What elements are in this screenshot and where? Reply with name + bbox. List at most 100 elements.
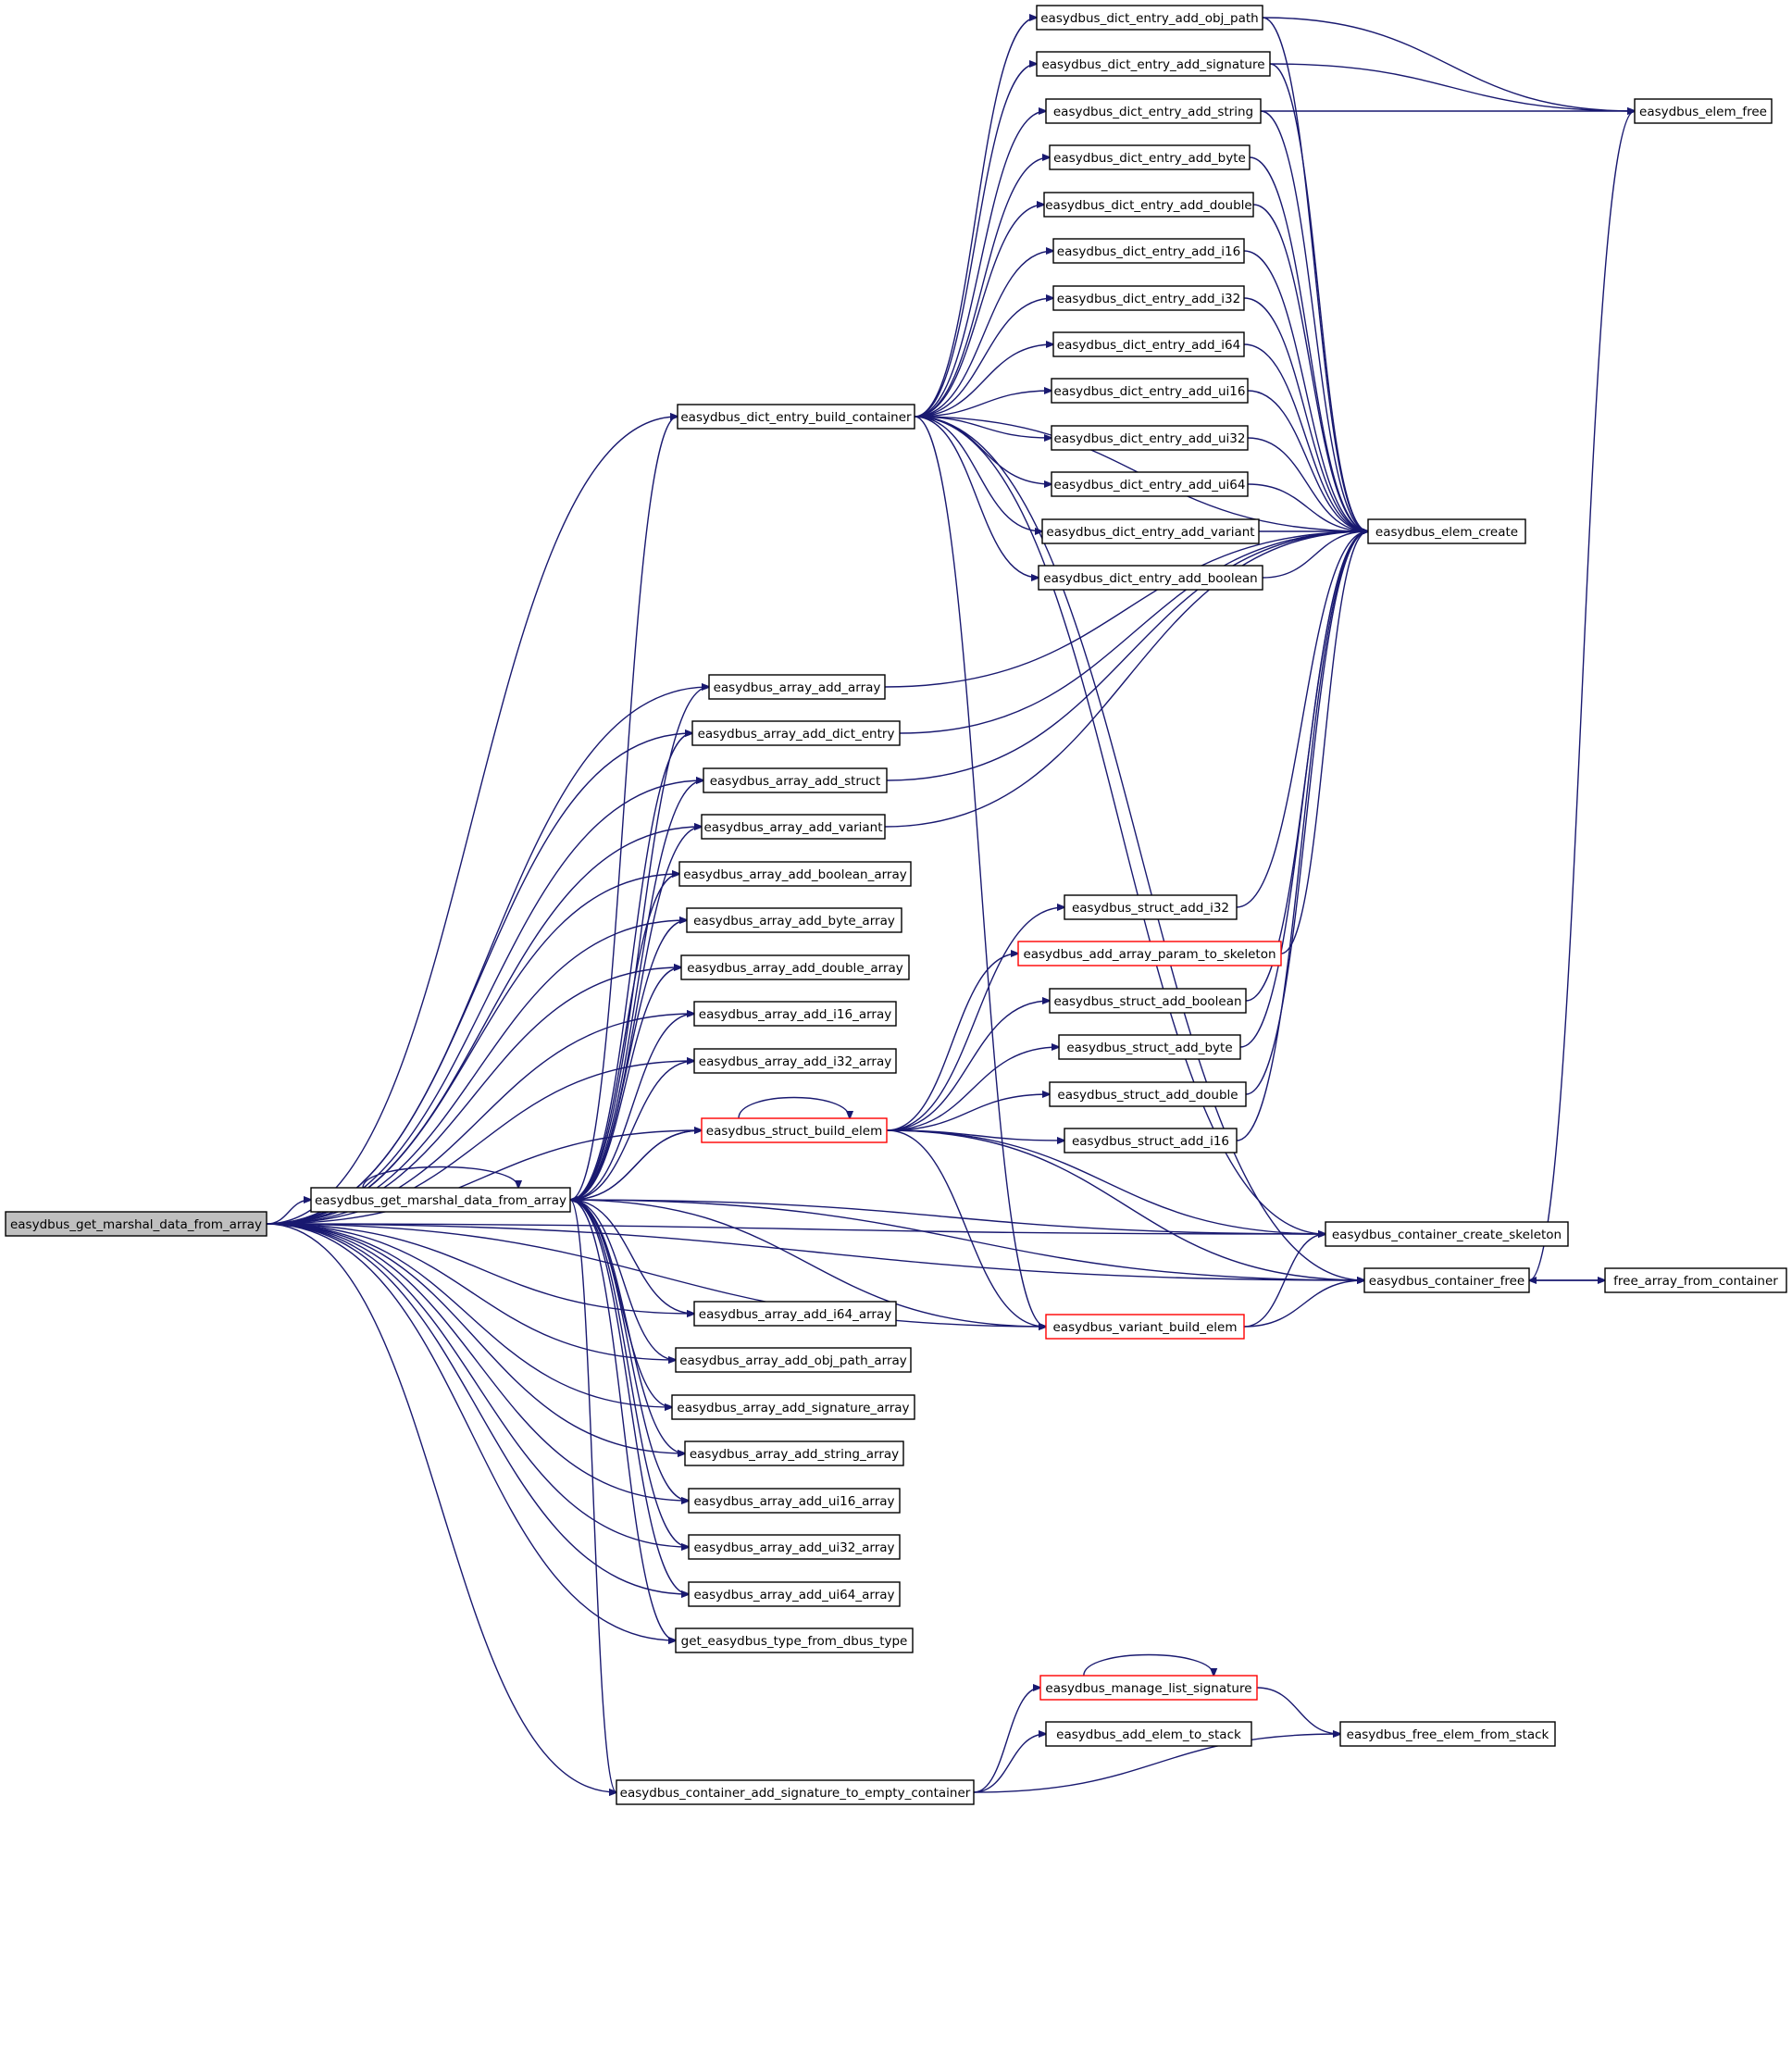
node-sa-dbl[interactable]: easydbus_struct_add_double	[1049, 1081, 1247, 1107]
node-aa-i64[interactable]: easydbus_array_add_i64_array	[693, 1301, 897, 1327]
node-aa-struct[interactable]: easydbus_array_add_struct	[703, 767, 888, 793]
node-aa-array[interactable]: easydbus_array_add_array	[708, 674, 886, 700]
node-sa-byte[interactable]: easydbus_struct_add_byte	[1058, 1034, 1241, 1060]
node-box[interactable]	[686, 907, 902, 933]
node-box[interactable]	[1049, 988, 1247, 1014]
node-aa-var[interactable]: easydbus_array_add_variant	[701, 814, 886, 840]
node-box[interactable]	[677, 404, 915, 430]
node-aa-bool[interactable]: easydbus_array_add_boolean_array	[678, 861, 912, 887]
node-box[interactable]	[693, 1048, 897, 1074]
node-de-dbl[interactable]: easydbus_dict_entry_add_double	[1043, 192, 1254, 218]
node-box[interactable]	[1052, 285, 1245, 311]
node-box[interactable]	[693, 1301, 897, 1327]
node-box[interactable]	[1039, 1675, 1258, 1701]
node-aa-dbl[interactable]: easydbus_array_add_double_array	[680, 954, 910, 980]
node-box[interactable]	[1045, 1721, 1252, 1747]
node-box[interactable]	[671, 1394, 915, 1420]
node-box[interactable]	[1064, 894, 1238, 920]
node-de-ui32[interactable]: easydbus_dict_entry_add_ui32	[1051, 425, 1249, 451]
node-box[interactable]	[1041, 518, 1260, 544]
node-box[interactable]	[701, 1117, 888, 1143]
node-elem-free[interactable]: easydbus_elem_free	[1634, 98, 1773, 124]
node-box[interactable]	[678, 861, 912, 887]
node-de-i64[interactable]: easydbus_dict_entry_add_i64	[1052, 331, 1245, 357]
node-de-byte[interactable]: easydbus_dict_entry_add_byte	[1049, 144, 1251, 170]
node-box[interactable]	[1049, 144, 1251, 170]
node-aa-ui16[interactable]: easydbus_array_add_ui16_array	[688, 1488, 901, 1514]
node-de-ui64[interactable]: easydbus_dict_entry_add_ui64	[1051, 471, 1249, 497]
node-sbe[interactable]: easydbus_struct_build_elem	[701, 1117, 888, 1143]
node-root[interactable]: easydbus_get_marshal_data_from_array	[5, 1211, 268, 1237]
node-box[interactable]	[1604, 1267, 1787, 1293]
node-box[interactable]	[1325, 1221, 1569, 1247]
node-getype[interactable]: get_easydbus_type_from_dbus_type	[675, 1627, 914, 1653]
node-box[interactable]	[693, 1001, 897, 1027]
node-box[interactable]	[1045, 98, 1262, 124]
node-box[interactable]	[701, 814, 886, 840]
node-box[interactable]	[1036, 51, 1271, 77]
node-aa-sig[interactable]: easydbus_array_add_signature_array	[671, 1394, 915, 1420]
node-box[interactable]	[1038, 565, 1263, 591]
node-fafc[interactable]: free_array_from_container	[1604, 1267, 1787, 1293]
node-debc[interactable]: easydbus_dict_entry_build_container	[677, 404, 915, 430]
node-elem-create[interactable]: easydbus_elem_create	[1367, 518, 1526, 544]
node-de-sig[interactable]: easydbus_dict_entry_add_signature	[1036, 51, 1271, 77]
node-box[interactable]	[675, 1347, 912, 1373]
node-box[interactable]	[1052, 238, 1245, 264]
node-box[interactable]	[1051, 378, 1249, 404]
node-box[interactable]	[1052, 331, 1245, 357]
node-de-obj[interactable]: easydbus_dict_entry_add_obj_path	[1036, 5, 1263, 31]
node-box[interactable]	[5, 1211, 268, 1237]
node-box[interactable]	[703, 767, 888, 793]
node-aa-i32[interactable]: easydbus_array_add_i32_array	[693, 1048, 897, 1074]
node-box[interactable]	[1363, 1267, 1530, 1293]
node-box[interactable]	[675, 1627, 914, 1653]
node-aets[interactable]: easydbus_add_elem_to_stack	[1045, 1721, 1252, 1747]
node-cas[interactable]: easydbus_container_add_signature_to_empt…	[616, 1779, 975, 1805]
node-box[interactable]	[616, 1779, 975, 1805]
node-de-str[interactable]: easydbus_dict_entry_add_string	[1045, 98, 1262, 124]
node-box[interactable]	[688, 1581, 901, 1607]
node-box[interactable]	[1049, 1081, 1247, 1107]
node-box[interactable]	[691, 720, 901, 746]
node-box[interactable]	[1058, 1034, 1241, 1060]
node-aap[interactable]: easydbus_add_array_param_to_skeleton	[1017, 941, 1282, 966]
node-vbe[interactable]: easydbus_variant_build_elem	[1045, 1314, 1245, 1340]
node-box[interactable]	[1043, 192, 1254, 218]
node-de-i16[interactable]: easydbus_dict_entry_add_i16	[1052, 238, 1245, 264]
node-aa-obj[interactable]: easydbus_array_add_obj_path_array	[675, 1347, 912, 1373]
node-aa-i16[interactable]: easydbus_array_add_i16_array	[693, 1001, 897, 1027]
node-aa-str[interactable]: easydbus_array_add_string_array	[684, 1440, 904, 1466]
node-mls[interactable]: easydbus_manage_list_signature	[1039, 1675, 1258, 1701]
node-aa-dict[interactable]: easydbus_array_add_dict_entry	[691, 720, 901, 746]
node-box[interactable]	[1051, 425, 1249, 451]
node-cfree[interactable]: easydbus_container_free	[1363, 1267, 1530, 1293]
node-box[interactable]	[1051, 471, 1249, 497]
node-box[interactable]	[1634, 98, 1773, 124]
node-box[interactable]	[680, 954, 910, 980]
node-box[interactable]	[684, 1440, 904, 1466]
node-box[interactable]	[688, 1488, 901, 1514]
node-box[interactable]	[310, 1187, 571, 1213]
node-aa-ui32[interactable]: easydbus_array_add_ui32_array	[688, 1534, 901, 1560]
node-box[interactable]	[1064, 1128, 1238, 1153]
node-sa-i16[interactable]: easydbus_struct_add_i16	[1064, 1128, 1238, 1153]
node-box[interactable]	[688, 1534, 901, 1560]
node-box[interactable]	[1339, 1721, 1556, 1747]
node-sa-i32[interactable]: easydbus_struct_add_i32	[1064, 894, 1238, 920]
node-box[interactable]	[1017, 941, 1282, 966]
node-box[interactable]	[1045, 1314, 1245, 1340]
node-fefs[interactable]: easydbus_free_elem_from_stack	[1339, 1721, 1556, 1747]
node-sa-bool[interactable]: easydbus_struct_add_boolean	[1049, 988, 1247, 1014]
node-de-var[interactable]: easydbus_dict_entry_add_variant	[1041, 518, 1260, 544]
node-box[interactable]	[708, 674, 886, 700]
node-box[interactable]	[1036, 5, 1263, 31]
node-aa-byte[interactable]: easydbus_array_add_byte_array	[686, 907, 902, 933]
node-de-bool[interactable]: easydbus_dict_entry_add_boolean	[1038, 565, 1263, 591]
node-aa-ui64[interactable]: easydbus_array_add_ui64_array	[688, 1581, 901, 1607]
node-gmd[interactable]: easydbus_get_marshal_data_from_array	[310, 1187, 571, 1213]
node-de-i32[interactable]: easydbus_dict_entry_add_i32	[1052, 285, 1245, 311]
node-box[interactable]	[1367, 518, 1526, 544]
node-de-ui16[interactable]: easydbus_dict_entry_add_ui16	[1051, 378, 1249, 404]
node-ccs[interactable]: easydbus_container_create_skeleton	[1325, 1221, 1569, 1247]
